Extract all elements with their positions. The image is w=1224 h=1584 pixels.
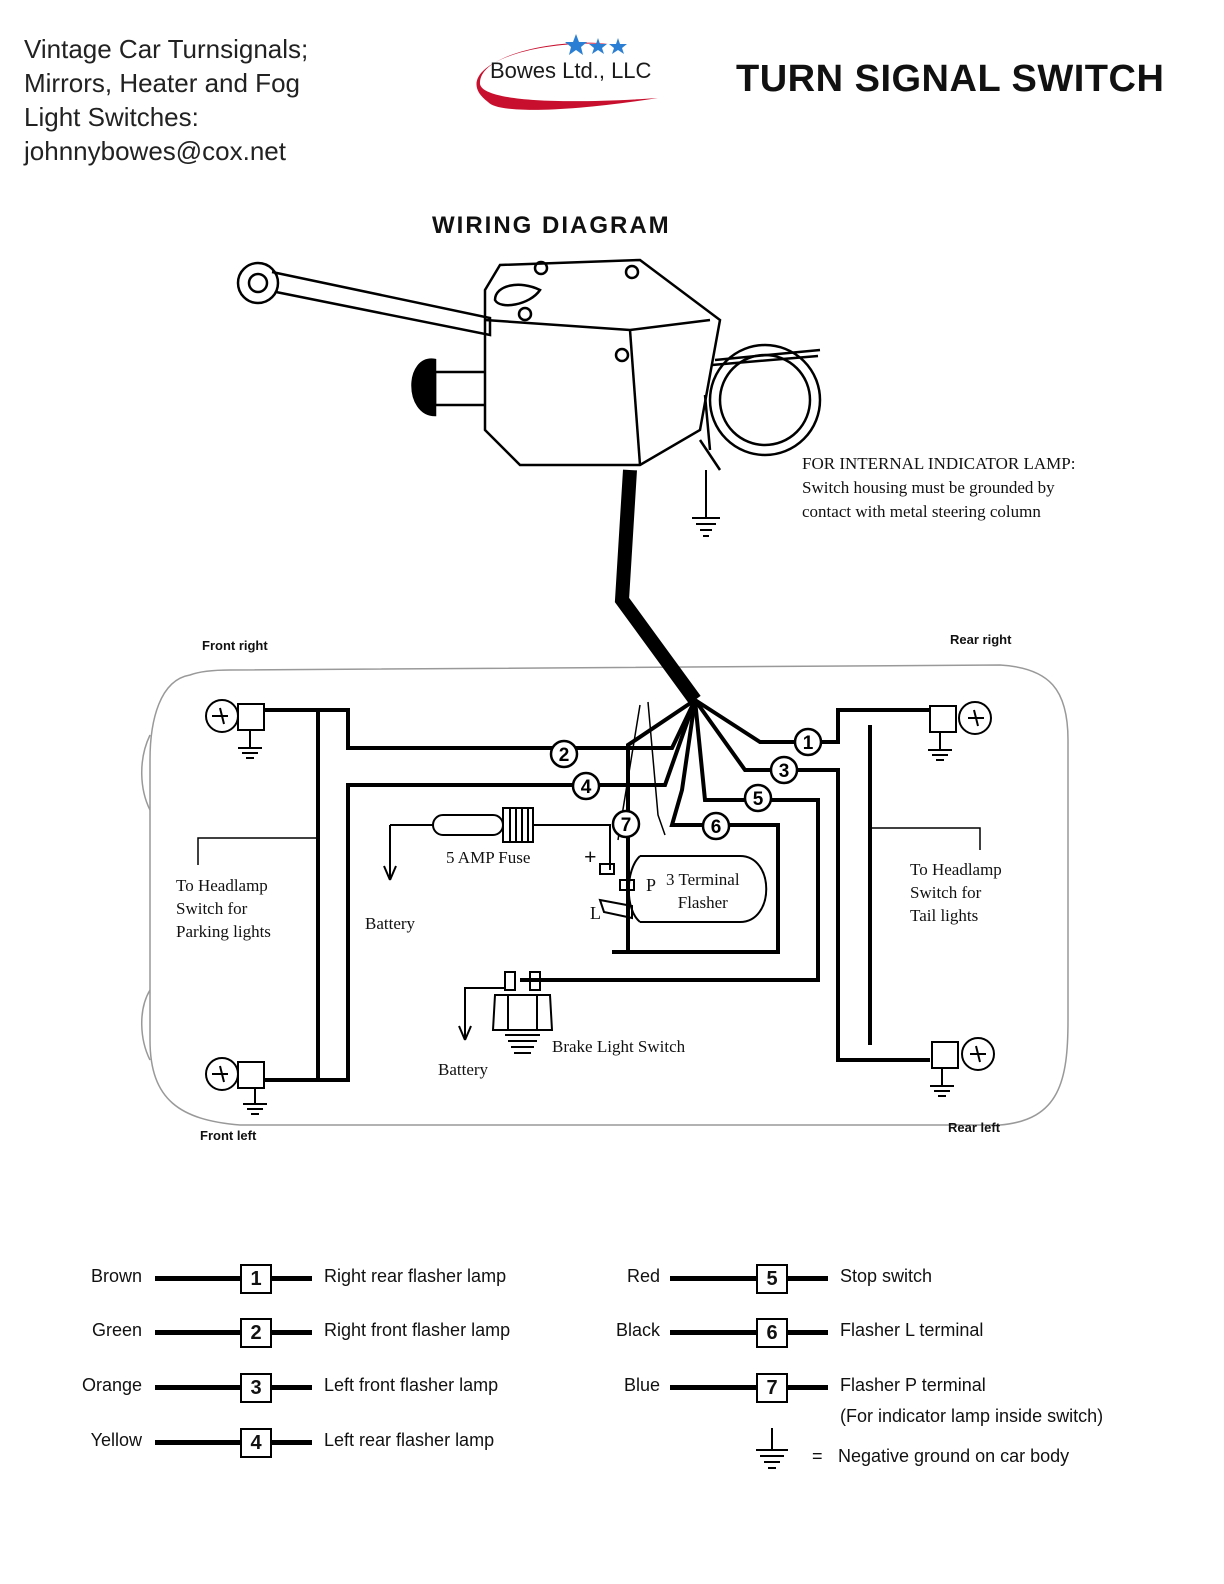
wire-number-circle-5: [743, 783, 773, 813]
legend-wire-color: Green: [91, 1320, 142, 1340]
legend-wire-color: Yellow: [90, 1430, 142, 1450]
wire-bundle: [265, 698, 930, 1082]
legend-wire-line: [670, 1330, 828, 1335]
note-line-1: FOR INTERNAL INDICATOR LAMP:: [802, 454, 1076, 473]
legend-wire-description: Left front flasher lamp: [324, 1375, 499, 1395]
legend-row-2: Green 2 Right front flasher lamp: [0, 1318, 1224, 1348]
brake-switch-icon: [458, 971, 554, 1054]
contact-line-1: Vintage Car Turnsignals;: [24, 34, 309, 64]
wire-number-1: 1: [803, 733, 814, 754]
legend-wire-line: [155, 1330, 312, 1335]
page-title: TURN SIGNAL SWITCH: [736, 58, 1165, 100]
diagram-title: WIRING DIAGRAM: [432, 212, 671, 239]
flasher-icon: [598, 855, 768, 923]
front-right-lamp-icon: [205, 699, 265, 759]
company-logo: Bowes Ltd., LLC: [458, 32, 668, 112]
wire-number-6: 6: [711, 817, 722, 838]
label-flasher-l: L: [590, 903, 601, 923]
rear-left-lamp-icon: [930, 1037, 995, 1097]
legend-wire-line: [155, 1440, 312, 1445]
fuse-icon: [383, 807, 611, 881]
wire-number-4: 4: [581, 777, 592, 798]
legend-wire-description: Right front flasher lamp: [324, 1320, 511, 1340]
legend-desc-7b: (For indicator lamp inside switch): [840, 1406, 1104, 1426]
contact-email: johnnybowes@cox.net: [24, 136, 286, 166]
label-flasher-plus: +: [584, 844, 597, 869]
legend-wire-color: Brown: [90, 1266, 142, 1286]
legend-wire-line: [155, 1385, 312, 1390]
label-battery-2: Battery: [438, 1060, 489, 1079]
label-headlamp-parking: To Headlamp Switch for Parking lights: [176, 876, 271, 941]
legend-row-4: Yellow 4 Left rear flasher lamp: [0, 1428, 1224, 1458]
housing-ground-icon: [692, 470, 720, 537]
legend-wire-number: 5: [756, 1264, 788, 1294]
wire-number-circle-2: [549, 739, 579, 769]
legend-row-6: Black 6 Flasher L terminal: [0, 1318, 1224, 1348]
legend-wire-number: 2: [240, 1318, 272, 1348]
legend-row-1: Brown 1 Right rear flasher lamp: [0, 1264, 1224, 1294]
wire-number-5: 5: [753, 789, 764, 810]
label-brake-switch: Brake Light Switch: [552, 1037, 686, 1056]
note-line-2: Switch housing must be grounded by: [802, 478, 1055, 497]
turn-signal-switch-icon: [236, 258, 822, 471]
legend-row-3: Orange 3 Left front flasher lamp: [0, 1373, 1224, 1403]
label-fuse: 5 AMP Fuse: [446, 848, 531, 867]
legend-wire-number: 4: [240, 1428, 272, 1458]
contact-line-2: Mirrors, Heater and Fog: [24, 68, 300, 98]
label-flasher-p: P: [646, 875, 657, 895]
ground-description: Negative ground on car body: [838, 1446, 1070, 1466]
label-headlamp-tail: To Headlamp Switch for Tail lights: [910, 860, 1002, 925]
rear-right-lamp-icon: [928, 701, 992, 761]
legend-wire-number: 3: [240, 1373, 272, 1403]
legend-wire-description: Right rear flasher lamp: [324, 1266, 507, 1286]
legend-wire-line: [670, 1385, 828, 1390]
logo-stars-icon: [565, 34, 627, 55]
wire-number-circle-1: [793, 727, 823, 757]
legend-wire-number: 7: [756, 1373, 788, 1403]
contact-block: Vintage Car Turnsignals; Mirrors, Heater…: [24, 32, 308, 168]
label-rear-left: Rear left: [948, 1120, 1001, 1135]
legend-wire-line: [155, 1276, 312, 1281]
front-left-lamp-icon: [205, 1057, 267, 1115]
legend-row-7: Blue 7 Flasher P terminal: [0, 1373, 1224, 1403]
label-flasher: 3 Terminal Flasher: [666, 870, 740, 912]
wire-number-7: 7: [621, 815, 632, 836]
wire-number-3: 3: [779, 761, 790, 782]
legend-wire-color: Red: [626, 1266, 660, 1286]
logo-swoosh-icon: [476, 34, 658, 110]
wire-harness: [614, 469, 701, 705]
legend-wire-description: Left rear flasher lamp: [324, 1430, 495, 1450]
label-rear-right: Rear right: [950, 632, 1012, 647]
wire-number-circle-4: [571, 771, 601, 801]
ground-equals: =: [812, 1446, 823, 1466]
wire-number-circle-3: [769, 755, 799, 785]
label-front-left: Front left: [200, 1128, 257, 1143]
legend-wire-description: Flasher P terminal: [840, 1375, 986, 1395]
wire-number-2: 2: [559, 745, 570, 766]
legend-row-5: Red 5 Stop switch: [0, 1264, 1224, 1294]
legend-wire-color: Blue: [623, 1375, 660, 1395]
indicator-lamp-note: FOR INTERNAL INDICATOR LAMP: Switch hous…: [802, 452, 1075, 524]
label-battery-1: Battery: [365, 914, 416, 933]
wire-number-circle-7: [611, 809, 641, 839]
legend-wire-color: Black: [615, 1320, 660, 1340]
legend-wire-line: [670, 1276, 828, 1281]
label-front-right: Front right: [202, 638, 268, 653]
legend-wire-description: Flasher L terminal: [840, 1320, 984, 1340]
legend-wire-number: 6: [756, 1318, 788, 1348]
contact-line-3: Light Switches:: [24, 102, 199, 132]
ground-symbol-icon: [756, 1428, 788, 1469]
logo-text: Bowes Ltd., LLC: [490, 58, 652, 83]
legend-wire-number: 1: [240, 1264, 272, 1294]
legend-wire-color: Orange: [81, 1375, 142, 1395]
note-line-3: contact with metal steering column: [802, 502, 1041, 521]
car-body-outline: [149, 664, 1069, 1126]
wire-number-circle-6: [701, 811, 731, 841]
legend-wire-description: Stop switch: [840, 1266, 933, 1286]
